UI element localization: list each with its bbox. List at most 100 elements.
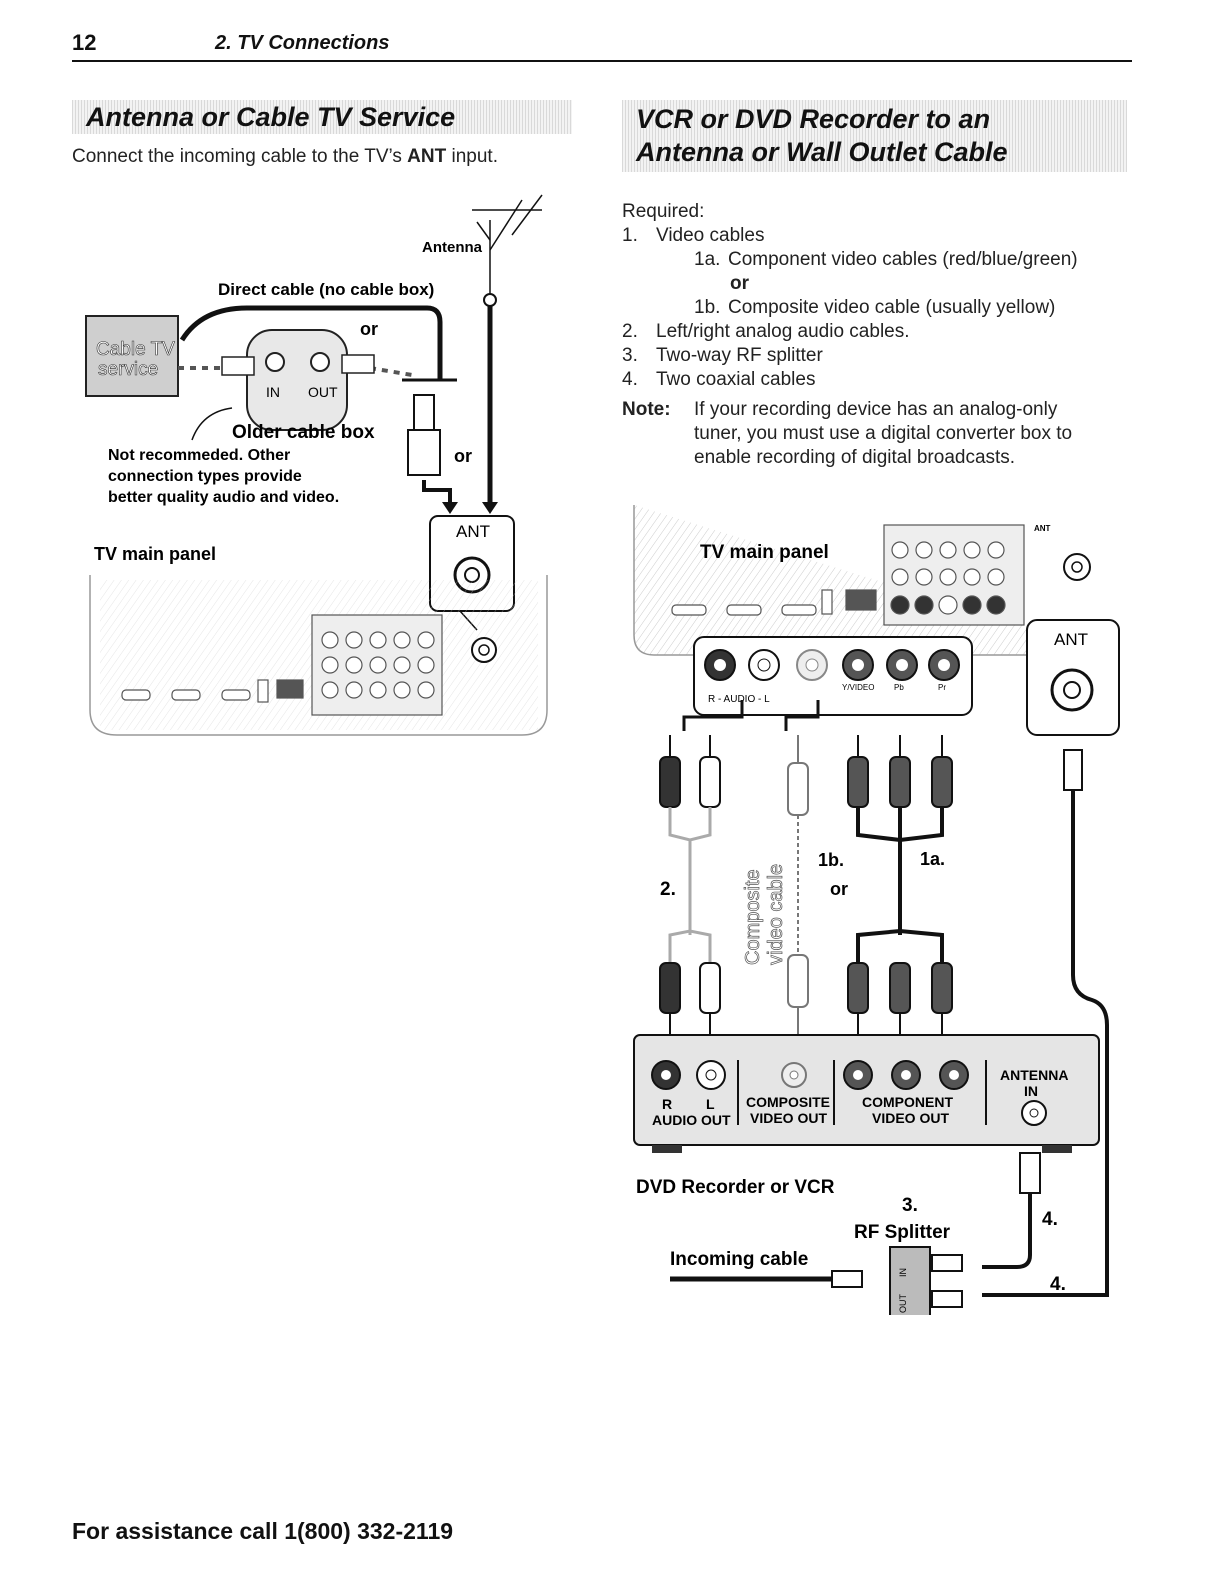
not-recommended-line2: connection types provide [108,468,302,485]
right-title-line2: Antenna or Wall Outlet Cable [636,137,1008,167]
section-title: 2. TV Connections [215,32,390,54]
req-num: 1b. [694,297,721,318]
antenna-icon [472,194,543,300]
dvd-video-out: VIDEO OUT [750,1110,827,1126]
req-text: Video cables [656,225,765,246]
req-item-1: 1.Video cables [622,224,1122,248]
dvd-component: COMPONENT [862,1094,953,1110]
incoming-cable-label: Incoming cable [670,1249,808,1270]
req-or: or [730,273,749,294]
required-heading: Required: [622,201,705,222]
ant-port-right-inner [1063,681,1081,699]
dvd-recorder-box [633,1034,1100,1146]
label-4a: 4. [1042,1209,1058,1230]
req-item-1a: 1a.Component video cables (red/blue/gree… [622,248,1122,272]
cable-tv-service-box [85,315,179,397]
tv-ant-jack-inner [478,644,490,656]
page-number: 12 [72,30,97,55]
label-3: 3. [902,1195,918,1216]
zoom-r-audio-l: R - AUDIO - L [708,694,770,705]
note-line: enable recording of digital broadcasts. [694,447,1016,468]
dvd-antenna: ANTENNA [1000,1067,1068,1083]
tv-panel-outline [89,575,548,736]
vcr-dvd-connection-diagram: TV main panel ANT R - AUDIO - L Y/VIDEO … [633,505,1120,1315]
composite-label-1: Composite [742,869,764,965]
label-or: or [830,879,848,899]
note-line: If your recording device has an analog-o… [694,399,1058,420]
direct-cable-line [179,305,443,380]
intro-ant: ANT [407,146,447,167]
ant-coax-cable [982,749,1109,1297]
req-item-4: 4. Two coaxial cables [622,368,1122,392]
tv-panel-jacks-right [671,524,1025,626]
coax-cable [422,480,452,505]
left-intro: Connect the incoming cable to the TV’s A… [72,146,498,168]
label-1a: 1a. [920,849,945,869]
zoom-jacks [704,649,960,681]
header-rule [72,60,1132,62]
note-body: If your recording device has an analog-o… [694,398,1072,470]
arrow-down-icon [442,502,458,514]
ant-callout-right-label: ANT [1054,630,1088,649]
connector-icon-out [341,354,375,374]
zoom-pb: Pb [894,683,904,692]
right-title-line1: VCR or DVD Recorder to an [636,104,991,134]
tv-main-panel-label: TV main panel [94,544,216,564]
dvd-l: L [706,1096,715,1112]
cable-box-icon [246,329,348,431]
tv-main-panel-label-right: TV main panel [700,542,829,563]
req-text: Composite video cable (usually yellow) [728,297,1056,318]
intro-text-end: input. [446,146,499,167]
intro-text: Connect the incoming cable to the TV’s [72,146,408,167]
tv-panel-jacks [121,614,443,716]
tv-ant-jack-right-inner [1071,561,1083,573]
req-num: 4. [622,369,638,390]
composite-label-2: video cable [765,864,787,965]
label-1b: 1b. [818,850,844,870]
ant-port-inner [464,567,480,583]
req-num: 2. [622,321,638,342]
req-item-or: or [622,272,1122,296]
antenna-cable-diagram: Antenna Direct cable (no cable box) or C… [85,194,548,736]
antenna-connector [483,293,497,307]
left-section-title: Antenna or Cable TV Service [86,102,456,132]
req-num: 3. [622,345,638,366]
cable-tv-line2: service [98,359,158,380]
req-text: Left/right analog audio cables. [656,321,910,342]
left-section-banner: Antenna or Cable TV Service [72,100,572,134]
dashed-cable-out [369,366,413,377]
zoom-y-video: Y/VIDEO [842,683,874,692]
cable-box-out: OUT [308,384,338,400]
cable-box-in-port [265,352,285,372]
cable-tv-line1: Cable TV [96,339,175,360]
req-item-2: 2. Left/right analog audio cables. [622,320,1122,344]
cable-box-in: IN [266,384,280,400]
ant-small-label: ANT [1034,524,1051,533]
right-section-banner: VCR or DVD Recorder to an Antenna or Wal… [622,100,1127,172]
dvd-antenna-in: IN [1024,1083,1038,1099]
zoom-pr: Pr [938,683,946,692]
req-item-1b: 1b. Composite video cable (usually yellow… [622,296,1122,320]
splitter-in: IN [898,1268,908,1277]
note-label: Note: [622,399,671,420]
splitter-out: OUT [898,1294,908,1314]
dvd-audio-out: AUDIO OUT [652,1112,731,1128]
rf-splitter-label: RF Splitter [854,1222,951,1243]
or-label-top: or [360,319,378,339]
note: Note: If your recording device has an an… [622,398,1122,470]
req-text: Two coaxial cables [656,369,816,390]
label-2: 2. [660,879,676,900]
audio-plugs-top [659,735,721,1035]
dvd-foot-right [1042,1145,1072,1153]
dvd-jacks [651,1060,1047,1126]
arrow-down-icon-2 [482,502,498,514]
coax-plug-icon [407,429,441,476]
dvd-composite: COMPOSITE [746,1094,830,1110]
req-item-3: 3.Two-way RF splitter [622,344,1122,368]
req-num: 1a. [694,249,721,270]
note-line: tuner, you must use a digital converter … [694,423,1073,444]
component-plugs [847,735,953,1035]
audio-arrow [682,700,744,731]
or-label-right: or [454,446,472,466]
video-arrow [784,700,820,731]
